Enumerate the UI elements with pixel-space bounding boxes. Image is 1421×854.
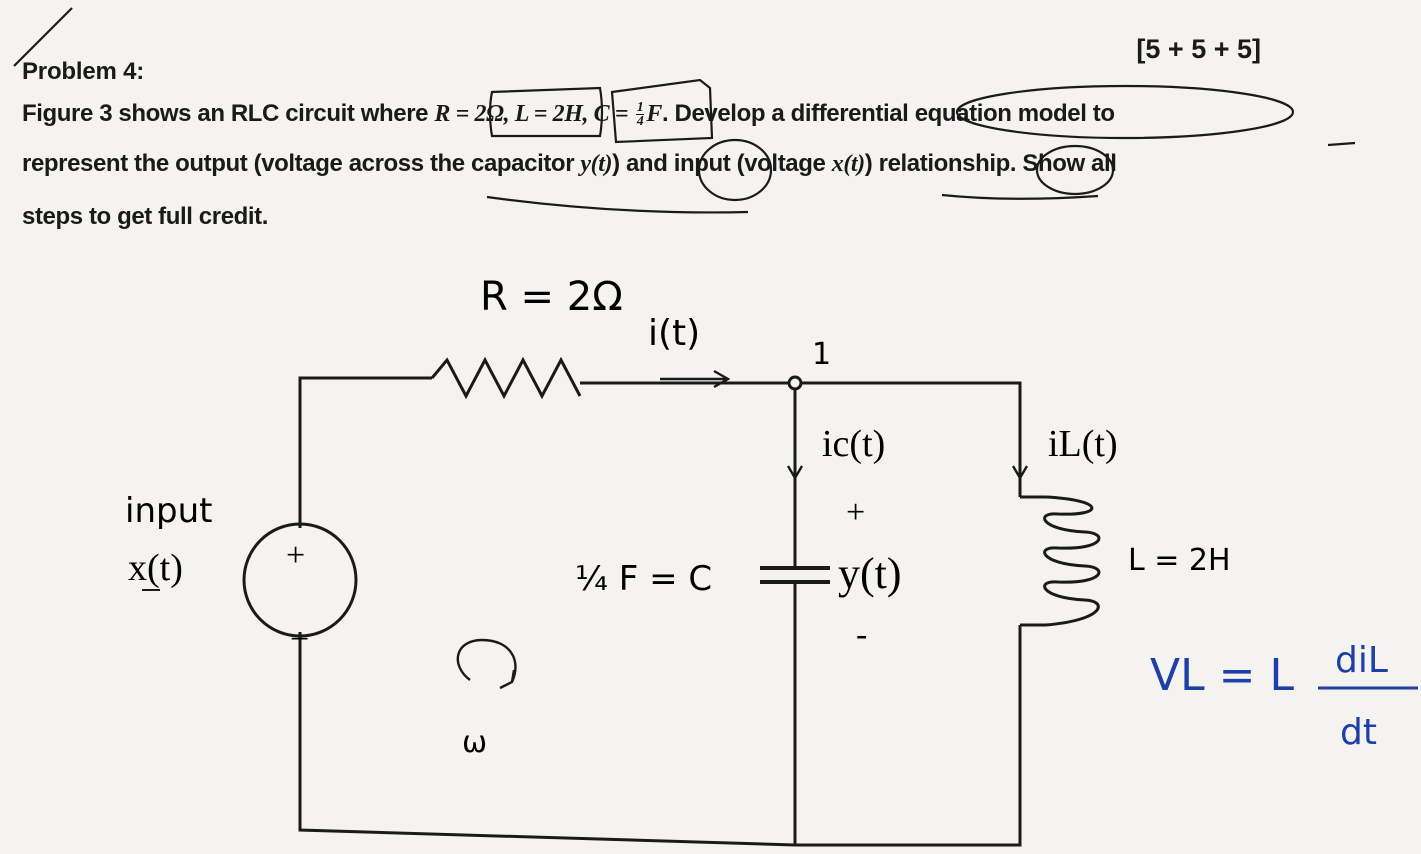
statement-text: . Develop a differential equation model … <box>661 100 1115 127</box>
capacitance-unit: F <box>646 101 662 127</box>
problem-title: Problem 4: <box>22 58 145 85</box>
statement-text: represent the output (voltage across the… <box>22 150 581 177</box>
voltage-source-symbol <box>242 522 358 638</box>
problem-statement-line-1: Figure 3 shows an RLC circuit where R = … <box>22 100 1115 130</box>
circle-mark-output <box>697 138 773 202</box>
source-minus-sign: − <box>290 621 309 658</box>
current-arrow-i <box>660 369 731 389</box>
problem-statement-line-3: steps to get full credit. <box>22 203 269 230</box>
node-1-dot <box>787 375 803 391</box>
capacitor-current-label: ic(t) <box>822 423 885 465</box>
loop-label: ω <box>462 725 487 760</box>
output-minus-sign: - <box>856 616 867 653</box>
wire-bottom-right <box>795 625 1022 847</box>
circuit-wires <box>242 356 1101 847</box>
current-arrows <box>456 369 1029 690</box>
pen-stroke <box>13 7 73 67</box>
formula-numerator: diL <box>1335 640 1388 681</box>
underline-input <box>941 193 1099 200</box>
inductor-label: L = 2H <box>1128 543 1231 578</box>
input-word: input <box>125 491 212 531</box>
resistor-label: R = 2Ω <box>480 274 623 320</box>
output-plus-sign: + <box>846 494 865 531</box>
output-label: y(t) <box>838 549 902 598</box>
fraction-numerator: 1 <box>635 100 645 116</box>
statement-text: Figure 3 shows an RLC circuit where <box>22 100 435 127</box>
output-symbol: y(t) <box>580 151 613 177</box>
formula-lhs: VL = L <box>1150 650 1294 701</box>
overline-model <box>1327 141 1356 147</box>
inductor-current-label: iL(t) <box>1048 423 1118 465</box>
input-symbol: x(t) <box>831 151 865 177</box>
current-arrow-il <box>1011 440 1029 481</box>
source-plus-sign: + <box>286 537 305 574</box>
current-label: i(t) <box>648 313 700 354</box>
problem-marks: [5 + 5 + 5] <box>1136 34 1261 64</box>
resistor-symbol <box>430 356 582 400</box>
node-label: 1 <box>812 337 831 372</box>
current-arrow-ic <box>786 440 804 481</box>
circle-mark-inductance <box>610 78 714 144</box>
wire-bottom-left <box>298 632 796 847</box>
pen-annotations <box>13 7 1356 214</box>
loop-arrow <box>456 638 517 690</box>
fraction-denominator: 4 <box>636 114 644 130</box>
circle-mark-input <box>1035 144 1115 196</box>
circle-mark-differential-equation <box>955 84 1295 140</box>
circle-mark-resistance <box>488 86 604 138</box>
component-values: R = 2Ω, L = 2H, C = <box>434 101 634 127</box>
capacitor-symbol <box>760 566 830 584</box>
statement-text: ) and input (voltage <box>612 150 832 177</box>
statement-text: ) relationship. Show all <box>864 150 1117 177</box>
underline-output <box>486 195 749 214</box>
formula-denominator: dt <box>1340 712 1377 753</box>
wire-left-top <box>298 376 432 528</box>
inductor-voltage-formula: VL = L diL dt <box>1150 640 1418 753</box>
input-label: x(t) <box>128 547 183 589</box>
problem-statement-line-2: represent the output (voltage across the… <box>22 150 1117 178</box>
capacitor-label: ¼ F = C <box>575 559 712 599</box>
inductor-symbol <box>1043 495 1101 627</box>
